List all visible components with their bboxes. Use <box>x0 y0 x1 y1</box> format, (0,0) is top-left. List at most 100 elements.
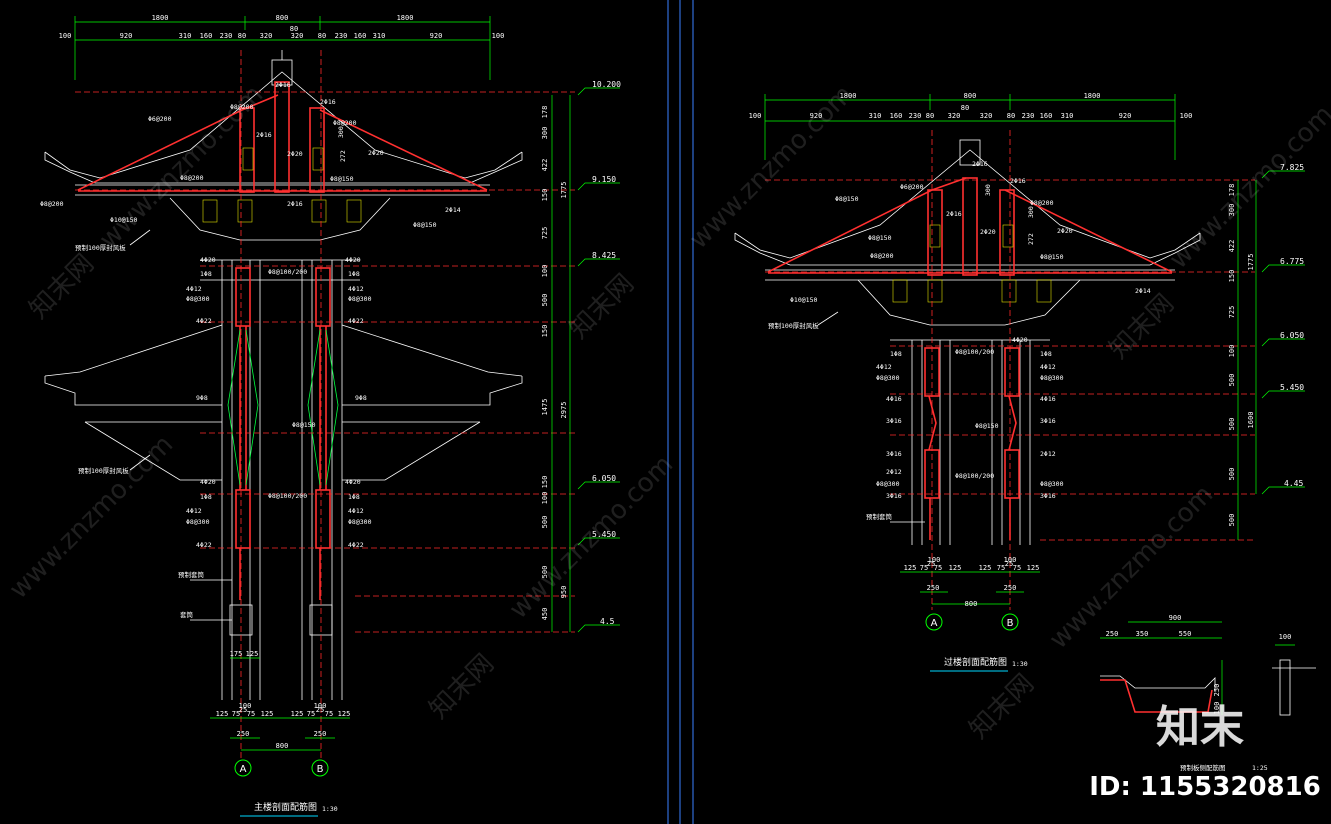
rebar-label: Φ8@200 <box>333 119 357 127</box>
rebar-label: 300 <box>984 184 992 196</box>
level-mark: 10.200 <box>592 80 621 89</box>
rebar-label: 2Φ16 <box>320 98 336 106</box>
rebar-label: Φ10@150 <box>790 296 817 304</box>
dim: 125 <box>979 564 992 572</box>
rebar-label: 2Φ20 <box>368 149 384 157</box>
dim: 310 <box>179 32 192 40</box>
level-mark: 5.450 <box>1280 383 1304 392</box>
axis-label-b: B <box>317 764 324 775</box>
rebar-label: Φ8@150 <box>835 195 859 203</box>
axis-label-b: B <box>1007 618 1014 629</box>
dim: 320 <box>260 32 273 40</box>
dim: 75 <box>1013 564 1021 572</box>
rebar-label: Φ6@200 <box>900 183 924 191</box>
dim: 125 <box>216 710 229 718</box>
rebar-label: 1Φ8 <box>200 270 212 278</box>
rebar-label: Φ8@150 <box>413 221 437 229</box>
note-label: 预制套筒 <box>178 570 205 579</box>
dim: 250 <box>314 730 327 738</box>
dim: 300 <box>1228 204 1236 217</box>
dim: 100 <box>492 32 505 40</box>
dim: 300 <box>541 127 549 140</box>
note-label: 预制100厚封风板 <box>75 243 126 252</box>
rebar-label: 3Φ16 <box>1040 417 1056 425</box>
dim: 500 <box>541 294 549 307</box>
dim: 75 <box>247 710 255 718</box>
main-level-markers: 10.200 9.150 8.425 6.050 5.450 4.5 <box>577 80 621 633</box>
trans-column-rebar <box>924 347 1020 540</box>
main-dim-top-1: 1800 <box>152 14 169 22</box>
dim: 150 <box>1228 270 1236 283</box>
rebar-label: 4Φ20 <box>345 256 361 264</box>
watermark-url: www.znzmo.com <box>1164 100 1331 275</box>
rebar-label: 2Φ16 <box>972 160 988 168</box>
dim: 100 <box>1180 112 1193 120</box>
trans-right-dimensions: 178 300 422 150 725 100 500 500 500 500 … <box>1228 180 1257 540</box>
main-axis-bubbles: A B <box>234 759 329 777</box>
dim: 1800 <box>1084 92 1101 100</box>
dim: 2975 <box>560 402 568 419</box>
dim: 310 <box>373 32 386 40</box>
rebar-label: Φ8@200 <box>870 252 894 260</box>
trans-level-markers: 7.825 6.775 6.050 5.450 4.45 <box>1261 163 1305 495</box>
dim: 125 <box>949 564 962 572</box>
main-blocks <box>202 147 362 223</box>
dim: 150 <box>541 189 549 202</box>
rebar-label: Φ8@300 <box>1040 480 1064 488</box>
dim: 250 <box>1213 684 1221 697</box>
rebar-label: 2Φ20 <box>980 228 996 236</box>
dim: 920 <box>1119 112 1132 120</box>
rebar-label: Φ8@200 <box>1030 199 1054 207</box>
dim: 230 <box>335 32 348 40</box>
dim: 320 <box>980 112 993 120</box>
main-drawing-title: 主楼剖面配筋图 <box>254 801 317 813</box>
main-dim-top-2: 800 <box>276 14 289 22</box>
dim: 950 <box>560 586 568 599</box>
dim: 250 <box>1106 630 1119 638</box>
rebar-label: 2Φ12 <box>886 468 902 476</box>
dim: 550 <box>1179 630 1192 638</box>
rebar-label: 2Φ16 <box>287 200 303 208</box>
dim: 310 <box>1061 112 1074 120</box>
trans-roof-rebar <box>767 177 1173 276</box>
rebar-label: Φ8@300 <box>348 295 372 303</box>
dim: 1775 <box>560 182 568 199</box>
trans-rebar-labels: 2Φ16 Φ6@200 300 2Φ16 Φ8@200 Φ8@150 2Φ16 … <box>790 160 1151 500</box>
dim: 100 <box>749 112 762 120</box>
trans-roof-outline <box>734 139 1201 326</box>
dim: 160 <box>1040 112 1053 120</box>
rebar-label: Φ8@300 <box>876 374 900 382</box>
main-column-rebar <box>227 267 339 600</box>
note-label: 预制套筒 <box>866 512 893 521</box>
trans-bottom-dimensions: 125 75 25 75 125 125 75 25 75 125 100 10… <box>900 556 1040 608</box>
rebar-label: Φ8@150 <box>868 234 892 242</box>
dim: 920 <box>120 32 133 40</box>
dim: 1475 <box>541 399 549 416</box>
main-dim-mid: 80 <box>290 25 298 33</box>
trans-notes: 预制100厚封风板 预制套筒 <box>768 311 925 523</box>
rebar-label: Φ8@150 <box>975 422 999 430</box>
dim: 80 <box>238 32 246 40</box>
rebar-label: 1Φ8 <box>348 493 360 501</box>
dim: 1600 <box>1247 412 1255 429</box>
dim: 178 <box>1228 184 1236 197</box>
rebar-label: Φ8@300 <box>876 480 900 488</box>
brand-logo: 知末 <box>1156 702 1244 753</box>
level-mark: 4.5 <box>600 617 615 626</box>
dim: 125 <box>291 710 304 718</box>
note-label: 预制100厚封风板 <box>768 321 819 330</box>
rebar-label: 1Φ8 <box>890 350 902 358</box>
rebar-label: 2Φ12 <box>1040 450 1056 458</box>
dim: 500 <box>1228 418 1236 431</box>
rebar-label: Φ8@100/200 <box>268 492 307 500</box>
rebar-label: 272 <box>339 150 347 162</box>
dim: 100 <box>1004 556 1017 564</box>
dim: 320 <box>948 112 961 120</box>
dim: 250 <box>927 584 940 592</box>
rebar-label: 1Φ8 <box>348 270 360 278</box>
rebar-label: 3Φ16 <box>886 492 902 500</box>
rebar-label: Φ8@300 <box>348 518 372 526</box>
main-bottom-dimensions: 175 125 125 75 25 75 125 125 75 25 75 12… <box>210 650 350 751</box>
rebar-label: 4Φ12 <box>1040 363 1056 371</box>
